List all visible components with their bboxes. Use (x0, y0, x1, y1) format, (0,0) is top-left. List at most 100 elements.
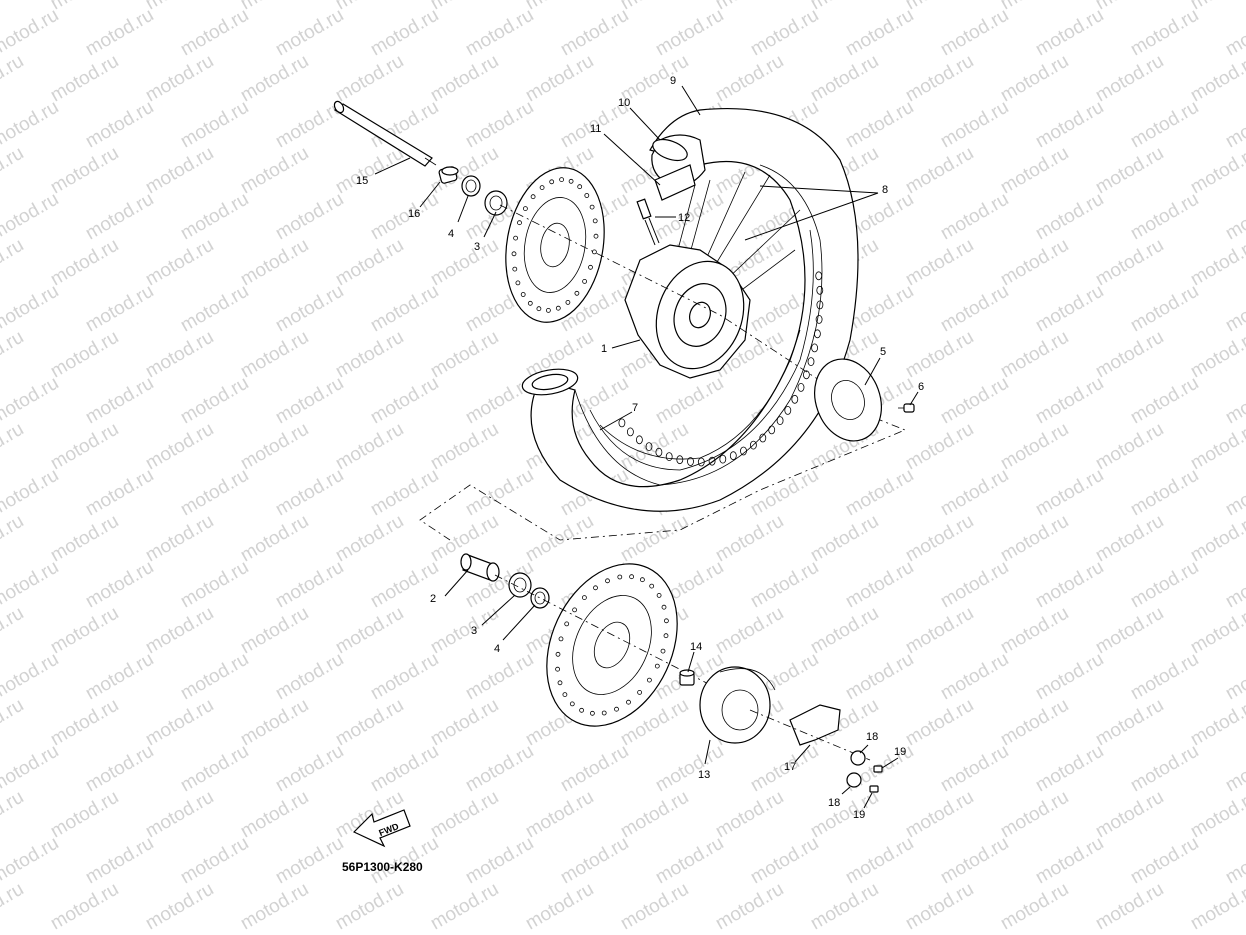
callout-18-lower: 18 (828, 797, 840, 809)
oil-seal-lower (530, 587, 550, 609)
rim-hole (811, 343, 818, 353)
watermark-text: motod.ru (0, 879, 27, 935)
watermark-text: motod.ru (807, 879, 882, 935)
watermark-text: motod.ru (142, 0, 217, 14)
watermark-text: motod.ru (842, 649, 917, 705)
watermark-text: motod.ru (427, 0, 502, 14)
watermark-text: motod.ru (902, 879, 977, 935)
watermark-text: motod.ru (82, 465, 157, 521)
watermark-text: motod.ru (0, 235, 27, 291)
watermark-text: motod.ru (142, 695, 217, 751)
watermark-text: motod.ru (902, 419, 977, 475)
watermark-text: motod.ru (82, 281, 157, 337)
collar-2 (460, 553, 500, 582)
watermark-text: motod.ru (272, 189, 347, 245)
watermark-text: motod.ru (1222, 281, 1246, 337)
watermark-text: motod.ru (1222, 465, 1246, 521)
watermark-text: motod.ru (937, 557, 1012, 613)
disc-hole (661, 604, 667, 610)
fastener-18b (846, 772, 862, 788)
callout-3-lower: 3 (471, 625, 477, 637)
watermark-text: motod.ru (237, 603, 312, 659)
watermark-text: motod.ru (997, 143, 1072, 199)
rim-hole (759, 433, 767, 443)
watermark-text: motod.ru (1187, 787, 1246, 843)
watermark-text: motod.ru (332, 603, 407, 659)
watermark-text: motod.ru (997, 603, 1072, 659)
watermark-text: motod.ru (0, 787, 27, 843)
disc-5 (814, 358, 882, 442)
watermark-text: motod.ru (0, 603, 27, 659)
watermark-text: motod.ru (1127, 373, 1202, 429)
watermark-text: motod.ru (747, 833, 822, 889)
watermark-text: motod.ru (332, 327, 407, 383)
callout-1: 1 (601, 343, 607, 355)
watermark-text: motod.ru (807, 51, 882, 107)
disc-hole (579, 707, 584, 713)
watermark-text: motod.ru (237, 511, 312, 567)
watermark-text: motod.ru (842, 97, 917, 153)
gear-unit (699, 666, 776, 744)
watermark-text: motod.ru (82, 5, 157, 61)
watermark-text: motod.ru (427, 51, 502, 107)
watermark-text: motod.ru (807, 511, 882, 567)
watermark-text: motod.ru (712, 603, 787, 659)
watermark-text: motod.ru (1127, 833, 1202, 889)
watermark-text: motod.ru (1127, 97, 1202, 153)
watermark-text: motod.ru (142, 51, 217, 107)
watermark-text: motod.ru (997, 0, 1072, 14)
disc-hole (574, 290, 580, 296)
disc-hole (527, 300, 533, 306)
watermark-text: motod.ru (652, 373, 727, 429)
disc-hole (664, 618, 669, 624)
rim-hole (655, 447, 663, 457)
disc-hole (515, 280, 521, 286)
watermark-text: motod.ru (47, 879, 122, 935)
watermark-text: motod.ru (997, 235, 1072, 291)
bolt-6 (898, 403, 915, 413)
watermark-text: motod.ru (82, 557, 157, 613)
callout-3-upper: 3 (474, 241, 480, 253)
fastener-19a (873, 765, 883, 773)
watermark-text: motod.ru (1092, 879, 1167, 935)
watermark-text: motod.ru (332, 143, 407, 199)
disc-hole (565, 299, 571, 305)
watermark-text: motod.ru (747, 5, 822, 61)
watermark-text: motod.ru (1032, 833, 1107, 889)
disc-hole (584, 193, 590, 198)
disc-hole (637, 690, 642, 695)
callout-17: 17 (784, 761, 796, 773)
watermark-text: motod.ru (997, 419, 1072, 475)
disc-hole (577, 184, 583, 190)
watermark-text: motod.ru (367, 465, 442, 521)
watermark-text: motod.ru (82, 189, 157, 245)
watermark-text: motod.ru (1222, 649, 1246, 705)
watermark-text: motod.ru (937, 741, 1012, 797)
watermark-text: motod.ru (617, 879, 692, 935)
watermark-text: motod.ru (1127, 281, 1202, 337)
watermark-text: motod.ru (522, 51, 597, 107)
disc-hole (629, 574, 634, 580)
watermark-text: motod.ru (1032, 741, 1107, 797)
disc-hole (562, 692, 568, 697)
watermark-text: motod.ru (47, 695, 122, 751)
watermark-text: motod.ru (842, 465, 917, 521)
watermark-text: motod.ru (177, 649, 252, 705)
bearing-upper (484, 190, 508, 216)
watermark-text: motod.ru (1222, 833, 1246, 889)
watermark-text: motod.ru (427, 695, 502, 751)
disc-hole (558, 636, 564, 642)
watermark-text: motod.ru (997, 327, 1072, 383)
watermark-text: motod.ru (272, 465, 347, 521)
rim-hole (768, 425, 776, 435)
watermark-text: motod.ru (1187, 419, 1246, 475)
watermark-text: motod.ru (82, 97, 157, 153)
watermark-text: motod.ru (1187, 51, 1246, 107)
watermark-text: motod.ru (1127, 465, 1202, 521)
disc-hole (592, 249, 597, 255)
watermark-text: motod.ru (902, 143, 977, 199)
hub (624, 244, 751, 379)
callout-2: 2 (430, 593, 436, 605)
watermark-text: motod.ru (1187, 511, 1246, 567)
disc-hole (589, 204, 595, 210)
